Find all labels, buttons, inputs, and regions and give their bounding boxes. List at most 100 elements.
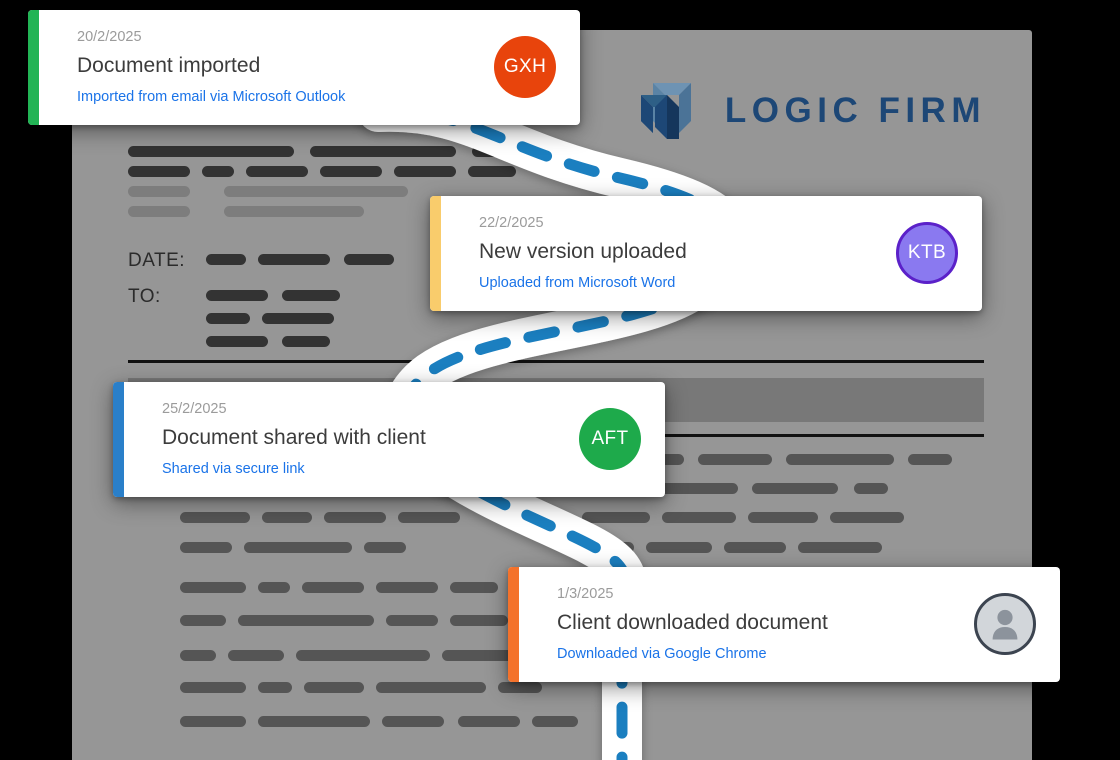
divider-rule [128,360,984,363]
text-placeholder-bar [320,166,382,177]
text-placeholder-bar [582,542,634,553]
timeline-card-subtitle[interactable]: Downloaded via Google Chrome [557,646,767,663]
timeline-card[interactable]: 1/3/2025 Client downloaded document Down… [508,567,1060,682]
timeline-card-title: Document imported [77,53,261,77]
text-placeholder-bar [908,454,952,465]
text-placeholder-bar [582,512,650,523]
timeline-card-subtitle[interactable]: Imported from email via Microsoft Outloo… [77,89,346,106]
text-placeholder-bar [224,186,408,197]
text-placeholder-bar [376,682,486,693]
logo-wordmark: LOGIC FIRM [724,91,986,130]
text-placeholder-bar [798,542,882,553]
text-placeholder-bar [386,615,438,626]
timeline-card-texts: 25/2/2025 Document shared with client Sh… [162,400,561,479]
text-placeholder-bar [532,716,578,727]
text-placeholder-bar [180,542,232,553]
avatar[interactable]: GXH [494,36,556,99]
text-placeholder-bar [258,682,292,693]
avatar-initials: AFT [591,428,629,450]
text-placeholder-bar [228,650,284,661]
text-placeholder-bar [472,146,548,157]
logo: LOGIC FIRM [633,75,986,147]
text-placeholder-bar [224,206,364,217]
text-placeholder-bar [310,146,456,157]
timeline-card[interactable]: 20/2/2025 Document imported Imported fro… [28,10,580,125]
timeline-card-body: 22/2/2025 New version uploaded Uploaded … [441,196,982,311]
timeline-card-texts: 20/2/2025 Document imported Imported fro… [77,28,476,107]
text-placeholder-bar [246,166,308,177]
text-placeholder-bar [662,512,736,523]
text-placeholder-bar [180,650,216,661]
text-placeholder-bar [128,166,190,177]
timeline-card-accent [113,382,124,497]
text-placeholder-bar [748,512,818,523]
text-placeholder-bar [206,313,250,324]
timeline-card-texts: 1/3/2025 Client downloaded document Down… [557,585,956,664]
timeline-card-title: New version uploaded [479,239,687,263]
text-placeholder-bar [830,512,904,523]
text-placeholder-bar [128,206,190,217]
timeline-card-date: 25/2/2025 [162,401,227,417]
avatar-initials: KTB [907,242,947,264]
text-placeholder-bar [206,254,246,265]
timeline-card-body: 25/2/2025 Document shared with client Sh… [124,382,665,497]
text-placeholder-bar [498,682,542,693]
timeline-card-accent [28,10,39,125]
timeline-card-subtitle[interactable]: Shared via secure link [162,461,305,478]
text-placeholder-bar [206,290,268,301]
text-placeholder-bar [646,542,712,553]
text-placeholder-bar [450,582,498,593]
text-placeholder-bar [258,254,330,265]
text-placeholder-bar [376,582,438,593]
text-placeholder-bar [180,512,250,523]
text-placeholder-bar [128,186,190,197]
timeline-card-date: 1/3/2025 [557,586,614,602]
text-placeholder-bar [282,290,340,301]
text-placeholder-bar [724,542,786,553]
timeline-card-date: 20/2/2025 [77,29,142,45]
text-placeholder-bar [282,336,330,347]
timeline-card-subtitle[interactable]: Uploaded from Microsoft Word [479,275,676,292]
timeline-card-accent [508,567,519,682]
text-placeholder-bar [468,166,516,177]
text-placeholder-bar [442,650,518,661]
avatar[interactable]: KTB [896,222,958,285]
text-placeholder-bar [394,166,456,177]
text-placeholder-bar [128,146,294,157]
text-placeholder-bar [180,716,246,727]
text-placeholder-bar [302,582,364,593]
timeline-card-date: 22/2/2025 [479,215,544,231]
text-placeholder-bar [258,582,290,593]
text-placeholder-bar [364,542,406,553]
avatar[interactable]: AFT [579,408,641,471]
timeline-card[interactable]: 22/2/2025 New version uploaded Uploaded … [430,196,982,311]
text-placeholder-bar [206,336,268,347]
text-placeholder-bar [262,512,312,523]
timeline-card-texts: 22/2/2025 New version uploaded Uploaded … [479,214,878,293]
text-placeholder-bar [382,716,444,727]
field-label-to: TO: [128,286,161,307]
avatar-initials: GXH [503,56,547,78]
text-placeholder-bar [786,454,894,465]
text-placeholder-bar [244,542,352,553]
text-placeholder-bar [458,716,520,727]
text-placeholder-bar [344,254,394,265]
timeline-card-title: Client downloaded document [557,610,828,634]
timeline-card[interactable]: 25/2/2025 Document shared with client Sh… [113,382,665,497]
text-placeholder-bar [854,483,888,494]
field-label-date: DATE: [128,250,186,271]
text-placeholder-bar [180,582,246,593]
text-placeholder-bar [180,615,226,626]
text-placeholder-bar [202,166,234,177]
timeline-card-accent [430,196,441,311]
text-placeholder-bar [262,313,334,324]
text-placeholder-bar [258,716,370,727]
text-placeholder-bar [698,454,772,465]
text-placeholder-bar [324,512,386,523]
text-placeholder-bar [304,682,364,693]
text-placeholder-bar [296,650,430,661]
interlocking-squares-logo-mark-icon [640,83,691,139]
timeline-card-title: Document shared with client [162,425,426,449]
avatar[interactable] [974,593,1036,656]
person-icon [992,610,1018,640]
